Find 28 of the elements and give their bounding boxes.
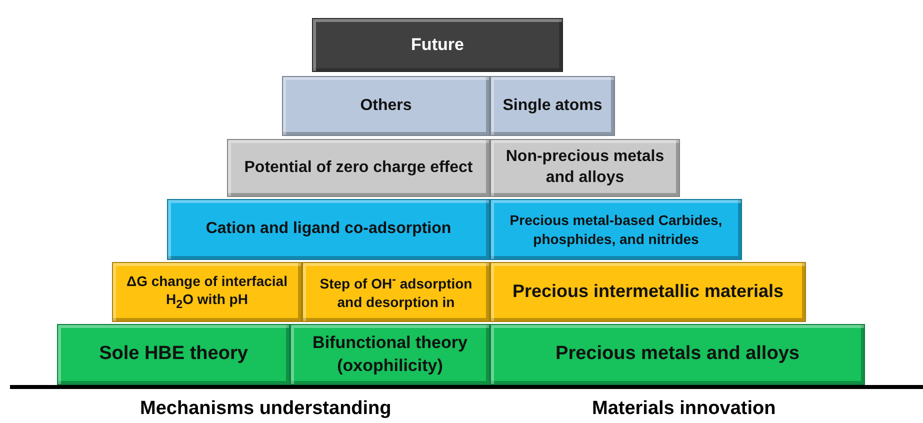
block-text: Potential of zero charge effect — [244, 158, 473, 178]
block-text: Precious intermetallic materials — [512, 280, 784, 304]
pyramid-block — [490, 324, 865, 385]
pyramid-block — [490, 262, 806, 322]
block-text: ΔG change of interfacial H$_{2}$O with pH — [126, 272, 288, 312]
block-text: Step of OH$^{-}$ adsorption and desorption in — [318, 272, 474, 312]
block-text: Bifunctional theory (oxophilicity) — [312, 332, 468, 376]
pyramid-block — [490, 199, 742, 260]
block-text: Non-precious metals and alloys — [504, 147, 666, 188]
block-text: Single atoms — [502, 96, 602, 116]
pyramid-block — [227, 139, 490, 197]
axis-caption: Mechanisms understanding — [140, 398, 392, 420]
pyramid-block — [302, 262, 490, 322]
axis-caption: Materials innovation — [592, 398, 776, 420]
pyramid-block — [290, 324, 490, 385]
pyramid-block — [167, 199, 490, 260]
block-text: Others — [360, 96, 412, 116]
pyramid-block — [490, 139, 680, 197]
block-text: Cation and ligand co-adsorption — [206, 219, 452, 240]
block-text: Future — [411, 34, 464, 56]
block-text: Sole HBE theory — [99, 342, 248, 366]
pyramid-block — [490, 76, 615, 136]
block-text: Precious metals and alloys — [556, 342, 800, 366]
block-text: Precious metal-based Carbides, phosphides, and nitrides — [508, 211, 724, 248]
pyramid-block — [312, 18, 563, 72]
pyramid-block — [282, 76, 490, 136]
pyramid-block — [57, 324, 290, 385]
pyramid-block — [112, 262, 302, 322]
